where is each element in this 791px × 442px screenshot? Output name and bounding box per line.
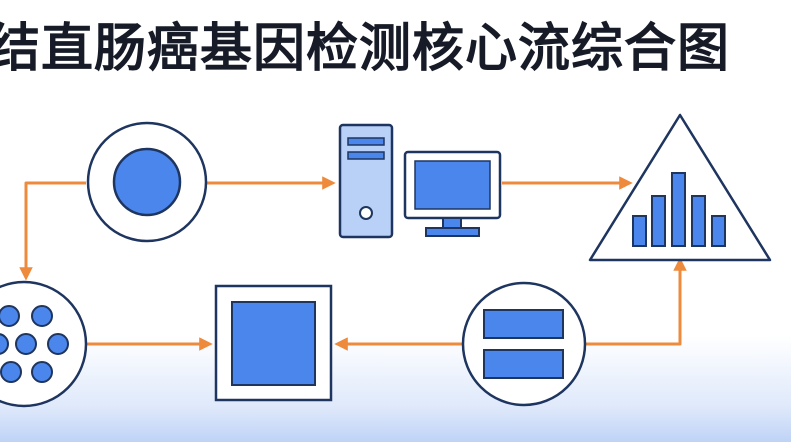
computer-icon bbox=[338, 123, 502, 239]
cell-dot bbox=[0, 361, 22, 383]
circle-icon bbox=[86, 121, 208, 243]
chart-bar bbox=[711, 215, 726, 247]
cell-dot bbox=[15, 333, 37, 355]
page-title: 结直肠癌基因检测核心流综合图 bbox=[0, 19, 731, 79]
chart-bar bbox=[671, 172, 686, 247]
arrow-bars-to-triangle bbox=[585, 257, 687, 346]
connectors bbox=[19, 176, 687, 351]
cell-dot bbox=[31, 361, 53, 383]
cell-dot bbox=[31, 305, 53, 327]
square-icon bbox=[214, 284, 333, 402]
arrow-circle-to-cells bbox=[19, 181, 86, 281]
cell-dot bbox=[47, 333, 69, 355]
chart-bar bbox=[651, 195, 666, 247]
chart-bar bbox=[691, 195, 706, 247]
stacked-bars-icon bbox=[461, 281, 587, 407]
cell-cluster-icon bbox=[0, 280, 88, 408]
cell-dot bbox=[0, 305, 20, 327]
bar-chart-triangle-icon bbox=[588, 113, 772, 262]
chart-bar bbox=[632, 215, 647, 247]
cell-dot bbox=[0, 333, 9, 355]
